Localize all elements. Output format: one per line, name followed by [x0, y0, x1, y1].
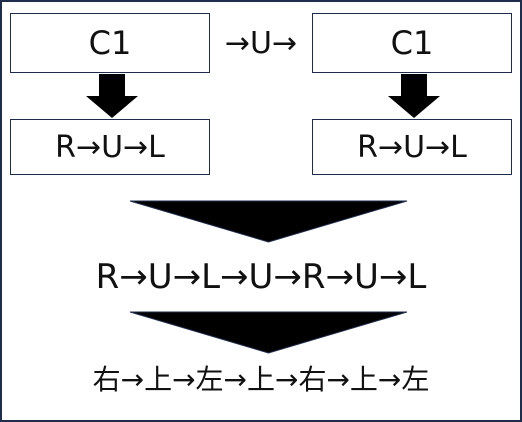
sequence-label-left: R→U→L [55, 129, 165, 165]
c1-box-right: C1 [312, 13, 512, 73]
c1-label-right: C1 [390, 24, 434, 62]
combined-sequence: R→U→L→U→R→U→L [95, 257, 427, 297]
kanji-sequence: 右→上→左→上→右→上→左 [92, 363, 430, 396]
down-arrow-right-icon [388, 74, 440, 118]
translate-triangle-icon [129, 311, 408, 354]
sequence-label-right: R→U→L [357, 129, 467, 165]
connector-text: →U→ [224, 25, 298, 61]
merge-triangle-icon [129, 200, 408, 243]
sequence-box-left: R→U→L [10, 119, 210, 175]
down-arrow-left-icon [86, 74, 138, 118]
sequence-box-right: R→U→L [312, 119, 512, 175]
c1-box-left: C1 [10, 13, 210, 73]
c1-label-left: C1 [88, 24, 132, 62]
connector-label: →U→ [210, 13, 312, 73]
